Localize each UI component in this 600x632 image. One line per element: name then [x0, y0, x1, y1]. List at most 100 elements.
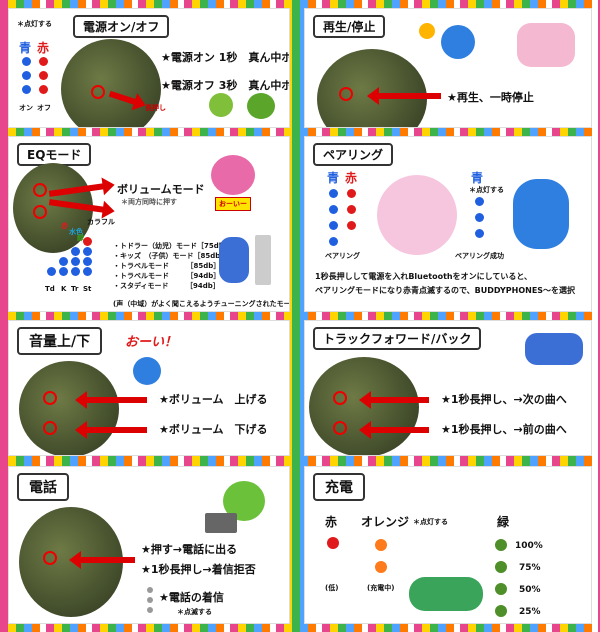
- character-image: [513, 179, 569, 249]
- arrow: [367, 87, 441, 105]
- volume-down-text: ★ボリューム 下げる: [159, 423, 268, 436]
- panel-pairing: ペアリング 青 赤 ペアリング 青 ＊点灯する ペアリング成功 1秒長押しして電…: [304, 136, 592, 312]
- col-red-label: 赤: [37, 41, 50, 55]
- arrow: [69, 551, 135, 569]
- phone-note: ＊点滅する: [177, 608, 212, 616]
- arrow: [75, 391, 147, 409]
- button-ring: [43, 391, 57, 405]
- eq-footnote: (声（中域）がよく聞こえるようチューニングされたモード): [113, 300, 290, 308]
- mode-row: ・トラベルモード ［85db］: [113, 262, 221, 270]
- button-ring: [33, 205, 47, 219]
- led-dot: [147, 587, 153, 593]
- eq-dot: [71, 257, 80, 266]
- track-forward-text: ★1秒長押し、→次の曲へ: [441, 393, 567, 406]
- pairing-desc: 1秒長押しして電源を入れBluetoothをオンにしていると、: [315, 272, 533, 281]
- panel-play: 再生/停止 ★再生、一時停止: [304, 8, 592, 128]
- axis-label: Td: [45, 285, 55, 293]
- button-ring: [91, 85, 105, 99]
- led-dot: [22, 71, 31, 80]
- panel-title: 電源オン/オフ: [73, 15, 170, 38]
- character-image: [219, 237, 249, 283]
- led-dot: [329, 205, 338, 214]
- track-back-text: ★1秒長押し、→前の曲へ: [441, 423, 567, 436]
- panel-title: トラックフォワード/バック: [313, 327, 482, 350]
- headphone-image: [61, 39, 161, 127]
- character-image: [247, 93, 275, 119]
- col-red-label: 赤: [325, 515, 338, 529]
- press-label: 長押し: [145, 104, 166, 112]
- col-red-label: 赤: [345, 171, 358, 185]
- legend-note: ＊点灯する: [17, 20, 52, 28]
- led-dot: [22, 85, 31, 94]
- panel-phone: 電話 ★押す→電話に出る ★1秒長押し→着信拒否 ★電話の着信 ＊点滅する: [8, 466, 290, 624]
- led-dot: [495, 583, 507, 595]
- led-dot: [39, 71, 48, 80]
- led-dot: [375, 539, 387, 551]
- led-dot: [347, 221, 356, 230]
- charge-note: ＊点灯する: [413, 518, 448, 526]
- led-dot: [327, 537, 339, 549]
- led-dot: [329, 189, 338, 198]
- eq-dot: [83, 257, 92, 266]
- character-image: [525, 333, 583, 365]
- speech-text: おーい！: [125, 335, 178, 350]
- panel-eq: EQモード ボリュームモード ＊両方同時に押す おーいー 赤 水色 緑 カラフル…: [8, 136, 290, 312]
- panel-volume: 音量上/下 ★ボリューム 上げる ★ボリューム 下げる おーい！: [8, 320, 290, 456]
- button-ring: [333, 391, 347, 405]
- volume-up-text: ★ボリューム 上げる: [159, 393, 268, 406]
- sun-icon: [419, 23, 435, 39]
- headphone-image: [19, 361, 119, 455]
- arrow: [359, 421, 429, 439]
- col-label-colorful: カラフル: [87, 218, 115, 226]
- level-label: 25%: [519, 607, 541, 617]
- led-dot: [375, 561, 387, 573]
- character-image: [517, 23, 575, 67]
- led-dot: [347, 205, 356, 214]
- eq-dot: [71, 267, 80, 276]
- panel-title: 音量上/下: [17, 327, 103, 355]
- led-dot: [147, 597, 153, 603]
- pairing-note: ＊点灯する: [469, 186, 504, 194]
- level-label: 100%: [515, 541, 543, 551]
- button-ring: [43, 421, 57, 435]
- button-ring: [33, 183, 47, 197]
- col-label-cyan: 水色: [69, 228, 83, 236]
- level-label: 75%: [519, 563, 541, 573]
- led-dot: [22, 57, 31, 66]
- off-label: オフ: [37, 104, 51, 112]
- col-label-green: 緑: [77, 234, 84, 242]
- led-dot: [495, 605, 507, 617]
- axis-label: St: [83, 285, 92, 293]
- volume-mode-label: ボリュームモード: [117, 183, 205, 196]
- level-label: 50%: [519, 585, 541, 595]
- character-image: [377, 175, 457, 255]
- eq-dot: [83, 247, 92, 256]
- col-orange-label: オレンジ: [361, 515, 410, 529]
- col-blue-label: 青: [19, 41, 32, 55]
- button-ring: [333, 421, 347, 435]
- phone-reject-text: ★1秒長押し→着信拒否: [141, 563, 256, 576]
- axis-label: Tr: [71, 285, 79, 293]
- led-dot: [475, 213, 484, 222]
- arrow: [359, 391, 429, 409]
- speech-text: おーいー: [215, 197, 251, 211]
- led-dot: [147, 607, 153, 613]
- arrow: [75, 421, 147, 439]
- eq-dot: [71, 247, 80, 256]
- pairing-desc: ペアリングモードになり赤青点滅するので、BUDDYPHONES〜を選択: [315, 286, 576, 295]
- button-ring: [339, 87, 353, 101]
- panel-charging: 充電 赤 オレンジ ＊点灯する 緑 (低) (充電中) 100% 75% 50%…: [304, 466, 592, 624]
- eq-dot: [59, 257, 68, 266]
- mode-row: ・トドラー（幼児）モード［75db］: [113, 242, 231, 250]
- low-label: (低): [325, 584, 339, 592]
- power-off-text: ★電源オフ 3秒 真ん中ボタン: [161, 79, 289, 92]
- panel-title: 再生/停止: [313, 15, 386, 38]
- button-ring: [43, 551, 57, 565]
- mode-row: ・トラベルモード ［94db］: [113, 272, 221, 280]
- col-blue-label: 青: [327, 171, 340, 185]
- character-image: [209, 93, 233, 117]
- play-pause-text: ★再生、一時停止: [447, 91, 534, 104]
- led-dot: [495, 561, 507, 573]
- panel-title: 電話: [17, 473, 69, 501]
- led-dot: [475, 197, 484, 206]
